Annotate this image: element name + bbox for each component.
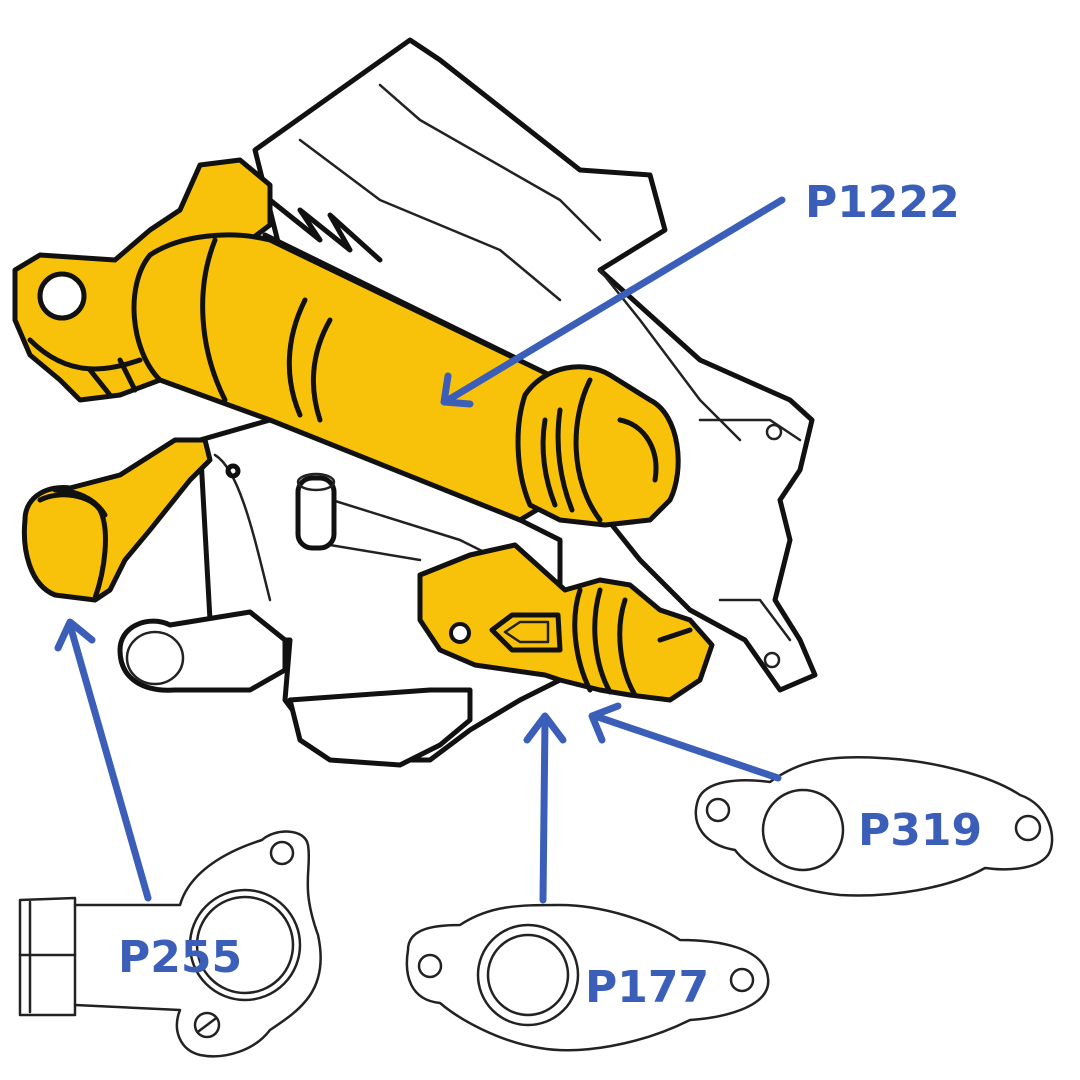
egr-cooler-tube-p1222: [12, 157, 681, 528]
egr-inlet-pipe: [21, 437, 213, 603]
arrow-p255: [54, 618, 152, 902]
label-p255: P255: [118, 932, 242, 983]
arrow-p1222: [440, 196, 786, 408]
label-p177: P177: [585, 962, 709, 1013]
label-p1222: P1222: [805, 177, 960, 228]
gasket-p319-drawing: [694, 755, 1054, 897]
label-p319: P319: [858, 805, 982, 856]
arrow-p319: [588, 702, 782, 782]
arrow-p177: [523, 712, 567, 904]
gasket-p177-drawing: [405, 903, 770, 1052]
gasket-p255-drawing: [18, 830, 322, 1058]
egr-solenoid-sensor: [417, 542, 715, 703]
